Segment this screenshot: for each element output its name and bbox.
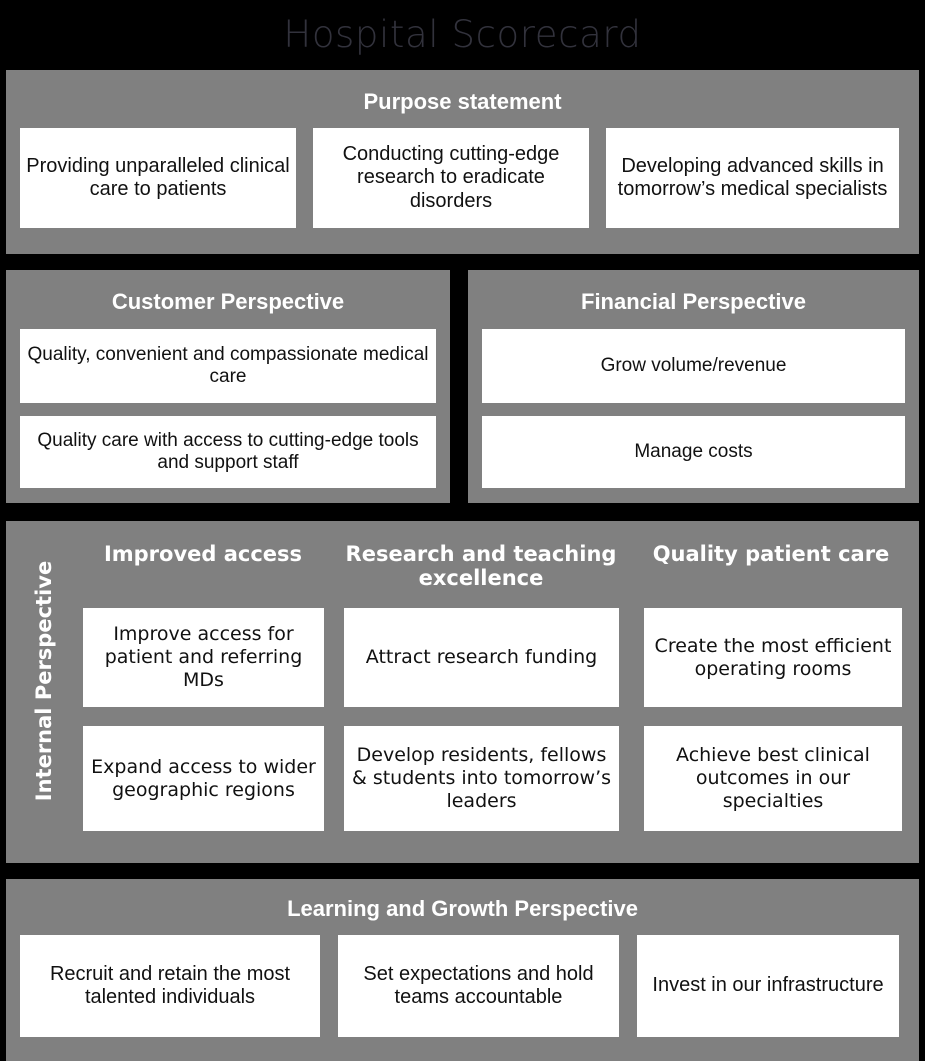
customer-objective-card: Quality care with access to cutting-edge… [20,416,436,488]
learning-objective-card: Recruit and retain the most talented ind… [20,935,320,1037]
learning-growth-heading: Learning and Growth Perspective [287,896,638,921]
customer-perspective-panel: Customer Perspective Quality, convenient… [6,270,450,503]
internal-objective-card: Attract research funding [344,608,619,707]
financial-perspective-heading: Financial Perspective [581,289,806,314]
internal-objective-card: Expand access to wider geographic region… [83,726,324,831]
purpose-card: Developing advanced skills in tomorrow’s… [606,128,899,228]
title-bar: Hospital Scorecard [0,0,925,68]
purpose-statement-heading: Purpose statement [363,89,562,114]
financial-objective-card: Manage costs [482,416,905,488]
learning-objective-card: Set expectations and hold teams accounta… [338,935,619,1037]
purpose-statement-panel: Purpose statement Providing unparalleled… [6,70,919,254]
internal-objective-card: Develop residents, fellows & students in… [344,726,619,831]
internal-objective-card: Improve access for patient and referring… [83,608,324,707]
financial-perspective-panel: Financial Perspective Grow volume/revenu… [468,270,919,503]
internal-perspective-panel: Internal Perspective Improved access Res… [6,521,919,863]
internal-perspective-side-label: Internal Perspective [32,560,56,802]
internal-column-heading: Quality patient care [652,542,890,566]
internal-objective-card: Create the most efficient operating room… [644,608,902,707]
internal-column-heading: Improved access [103,542,303,566]
learning-growth-perspective-panel: Learning and Growth Perspective Recruit … [6,879,919,1061]
customer-perspective-heading: Customer Perspective [111,289,345,314]
financial-objective-card: Grow volume/revenue [482,329,905,403]
internal-column-heading: Research and teaching excellence [345,542,617,590]
internal-objective-card: Achieve best clinical outcomes in our sp… [644,726,902,831]
purpose-card: Providing unparalleled clinical care to … [20,128,296,228]
page-title: Hospital Scorecard [283,12,642,56]
learning-objective-card: Invest in our infrastructure [637,935,899,1037]
customer-objective-card: Quality, convenient and compassionate me… [20,329,436,403]
purpose-card: Conducting cutting-edge research to erad… [313,128,589,228]
